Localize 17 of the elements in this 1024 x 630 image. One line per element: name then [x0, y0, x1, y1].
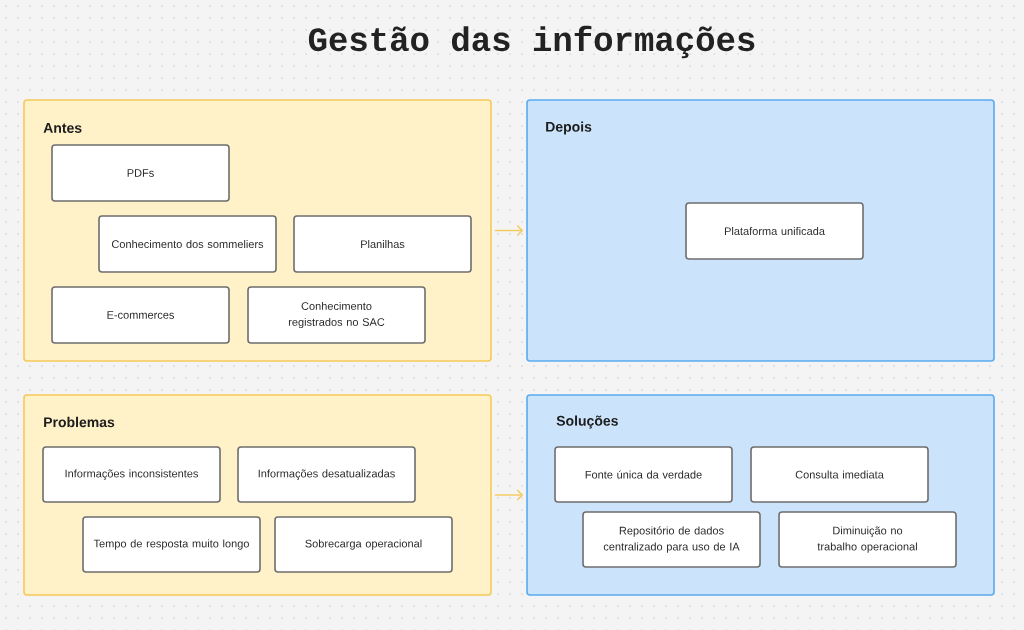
- text-box: Planilhas: [293, 215, 472, 273]
- title: Gestão das informações: [308, 25, 755, 59]
- text-box: Diminuição no trabalho operacional: [778, 511, 957, 568]
- text-box: Plataforma unificada: [685, 202, 864, 260]
- text-box: Consulta imediata: [750, 446, 929, 503]
- text-box: Tempo de resposta muito longo: [82, 516, 261, 573]
- text-box: Fonte única da verdade: [554, 446, 733, 503]
- text-box: Conhecimento registrados no SAC: [247, 286, 426, 344]
- arrow: [494, 224, 524, 237]
- text-box: PDFs: [51, 144, 230, 202]
- text-box: Repositório de dados centralizado para uso de IA: [582, 511, 761, 568]
- text-box: Informações inconsistentes: [42, 446, 221, 503]
- text-box: Conhecimento dos sommeliers: [98, 215, 277, 273]
- text-box: Informações desatualizadas: [237, 446, 416, 503]
- arrow: [494, 489, 524, 501]
- text-box: Sobrecarga operacional: [274, 516, 453, 573]
- text-box: E-commerces: [51, 286, 230, 344]
